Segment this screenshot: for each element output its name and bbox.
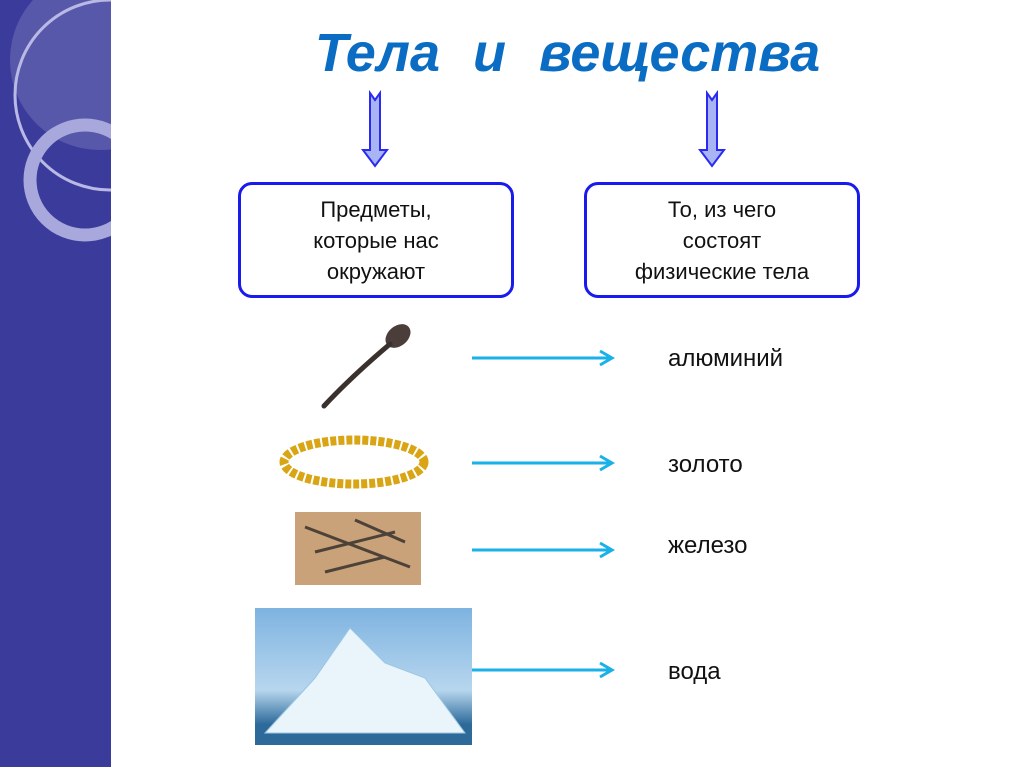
right-arrow-icon [472, 349, 615, 679]
spoon-image [310, 318, 420, 413]
slide-title: Тела и вещества [314, 23, 821, 83]
decorative-sidebar [0, 0, 111, 767]
down-arrow-icon [361, 89, 726, 168]
iceberg-image [255, 608, 472, 745]
circles-decoration [10, 0, 111, 242]
gold-bracelet-image [278, 433, 430, 491]
substance-label: вода [668, 658, 721, 685]
nails-image [295, 512, 421, 585]
substance-label: золото [668, 451, 743, 478]
substances-definition-box: То, из чего состоят физические тела [584, 182, 860, 298]
bodies-definition-box: Предметы, которые нас окружают [238, 182, 514, 298]
substance-label: алюминий [668, 345, 784, 372]
substance-label: железо [668, 532, 748, 559]
